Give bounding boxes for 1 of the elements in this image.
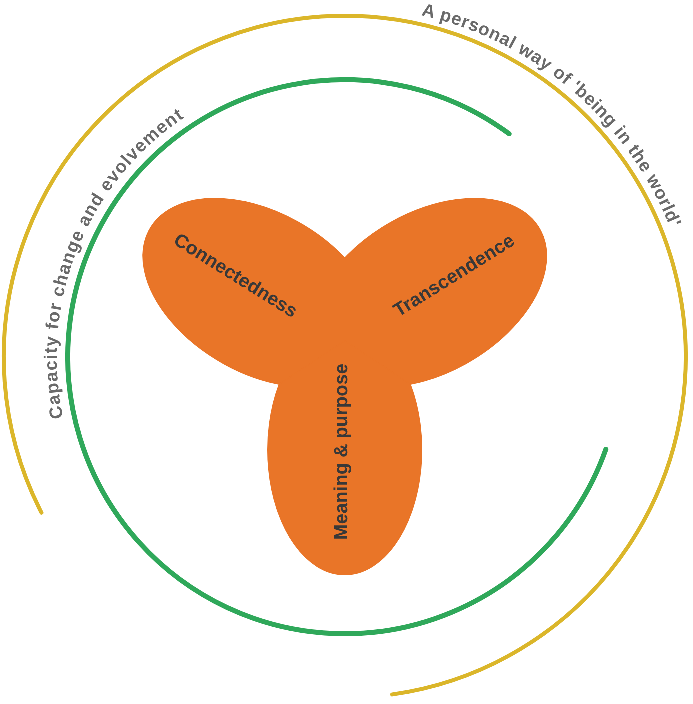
petal-label: Meaning & purpose xyxy=(332,364,354,540)
